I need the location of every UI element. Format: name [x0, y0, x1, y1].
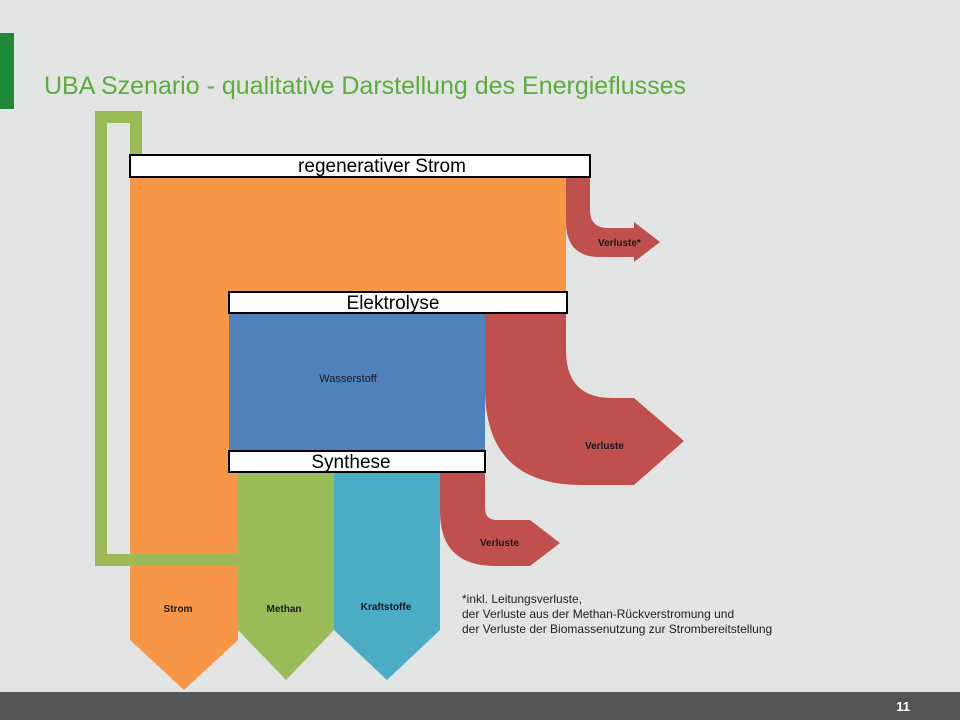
footer-bar: 11	[0, 692, 960, 720]
stage-label-synthese: Synthese	[311, 452, 390, 473]
footnote-line: *inkl. Leitungsverluste,	[462, 592, 583, 606]
page-number: 11	[896, 699, 910, 714]
label-verluste-strom: Verluste*	[598, 238, 641, 249]
label-verluste-synthese: Verluste	[480, 538, 519, 549]
page-title: UBA Szenario - qualitative Darstellung d…	[44, 72, 687, 100]
flow-wasserstoff	[229, 313, 485, 451]
title-accent-bar	[0, 33, 14, 109]
output-arrow-strom	[130, 568, 238, 690]
stage-box-regenerativ	[129, 154, 591, 178]
output-arrow-methan	[238, 471, 334, 680]
stage-label-elektrolyse: Elektrolyse	[347, 293, 440, 314]
flow-verluste-elektrolyse	[485, 313, 684, 485]
recycle-loop	[95, 111, 238, 566]
output-arrow-kraftstoffe	[334, 471, 440, 680]
footnote: *inkl. Leitungsverluste, der Verluste au…	[462, 592, 772, 637]
label-output-methan: Methan	[267, 604, 302, 615]
stage-label-regenerativ: regenerativer Strom	[298, 156, 466, 177]
label-verluste-elektrolyse: Verluste	[585, 441, 624, 452]
flow-verluste-strom	[566, 177, 660, 262]
stage-box-synthese	[228, 450, 486, 473]
footnote-line: der Verluste aus der Methan-Rückverstrom…	[462, 607, 735, 621]
label-output-kraftstoffe: Kraftstoffe	[361, 602, 412, 613]
stage-box-elektrolyse	[228, 291, 568, 314]
label-wasserstoff: Wasserstoff	[319, 373, 377, 385]
flow-verluste-synthese	[440, 471, 560, 566]
footnote-line: der Verluste der Biomassenutzung zur Str…	[462, 622, 773, 636]
flow-regenerative-strom	[130, 177, 566, 568]
label-output-strom: Strom	[164, 604, 193, 615]
